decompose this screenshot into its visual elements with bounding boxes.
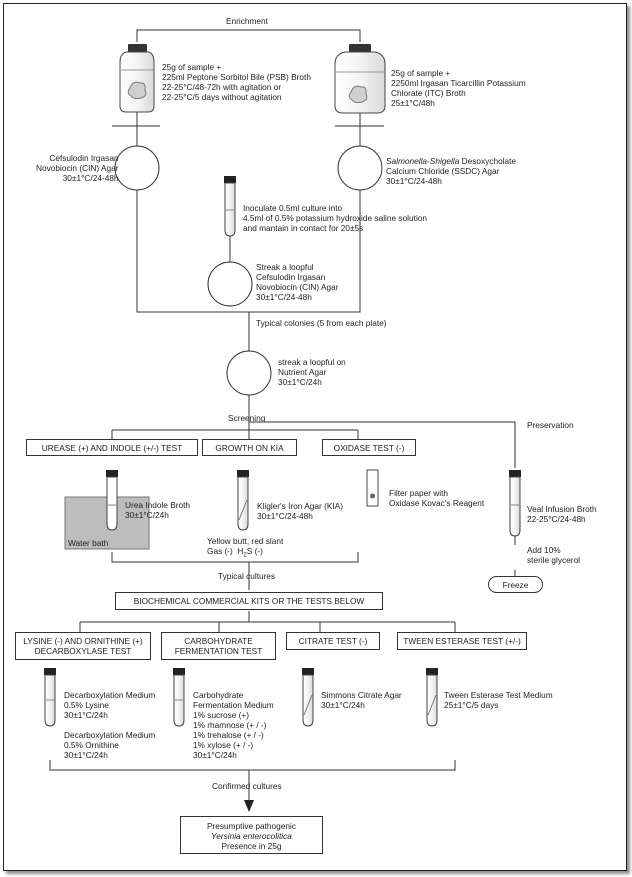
- figure-frame: [3, 3, 627, 871]
- glycerol-text: Add 10% sterile glycerol: [527, 545, 581, 565]
- simmons-citrate-text: Simmons Citrate Agar 30±1°C/24h: [321, 690, 402, 710]
- filter-paper-icon: [366, 469, 379, 507]
- tween-medium-text: Tween Esterase Test Medium 25±1°C/5 days: [444, 690, 553, 710]
- veal-infusion-text: Veal Infusion Broth 22-25°C/24-48h: [527, 504, 597, 524]
- cin-plate-icon: [114, 145, 160, 191]
- tween-tube-icon: [426, 668, 438, 727]
- nutrient-plate-icon: [226, 350, 272, 396]
- citrate-test-box: CITRATE TEST (-): [286, 632, 380, 650]
- typical-colonies-label: Typical colonies (5 from each plate): [256, 318, 387, 328]
- cin-streak-text: Streak a loopful Cefsulodin Irgasan Novo…: [256, 262, 339, 302]
- lysine-ornithine-test-box: LYSINE (-) AND ORNITHINE (+)DECARBOXYLAS…: [15, 632, 151, 660]
- cin-agar-text: Cefsulodin Irgasan Novobiocin (CIN) Agar…: [36, 153, 119, 183]
- oxidase-test-box: OXIDASE TEST (-): [322, 439, 416, 456]
- tween-esterase-test-box: TWEEN ESTERASE TEST (+/-): [397, 632, 527, 650]
- koh-text: Inoculate 0.5ml culture into 4.5ml of 0.…: [243, 203, 428, 233]
- decarboxylation-text: Decarboxylation Medium 0.5% Lysine 30±1°…: [64, 690, 156, 760]
- screening-label: Screening: [228, 413, 266, 423]
- urease-indole-test-box: UREASE (+) AND INDOLE (+/-) TEST: [26, 439, 198, 456]
- ssdc-agar-text: Salmonella-Shigella Desoxycholate Calciu…: [386, 156, 517, 186]
- confirmed-cultures-label: Confirmed cultures: [212, 781, 282, 791]
- cin-plate-2-icon: [207, 261, 253, 307]
- urea-indole-text: Urea Indole Broth 30±1°C/24h: [125, 500, 191, 520]
- kia-tube-icon: [237, 470, 249, 531]
- enrichment-label: Enrichment: [226, 16, 268, 26]
- urea-tube-icon: [106, 470, 118, 531]
- carbohydrate-medium-text: Carbohydrate Fermentation Medium 1% sucr…: [193, 690, 274, 760]
- ssdc-plate-icon: [337, 145, 383, 191]
- psb-bottle-icon: [119, 44, 155, 113]
- carb-tube-icon: [173, 668, 185, 727]
- citrate-tube-icon: [302, 668, 314, 727]
- kia-growth-box: GROWTH ON KIA: [202, 439, 297, 456]
- psb-text: 25g of sample + 225ml Peptone Sorbitol B…: [162, 62, 311, 102]
- typical-cultures-label: Typical cultures: [218, 571, 276, 581]
- filter-paper-text: Filter paper with Oxidase Kovac's Reagen…: [389, 488, 485, 508]
- preservation-label: Preservation: [527, 420, 574, 430]
- itc-bottle-icon: [334, 44, 386, 114]
- itc-text: 25g of sample + 2250ml Irgasan Ticarcill…: [391, 68, 526, 108]
- water-bath-label: Water bath: [68, 538, 109, 548]
- veal-tube-icon: [509, 470, 521, 537]
- koh-tube-icon: [224, 176, 236, 237]
- freeze-box: Freeze: [488, 576, 543, 593]
- kia-text: Kligler's Iron Agar (KIA) 30±1°C/24-48h: [257, 501, 343, 521]
- kia-result-text: Yellow butt, red slant Gas (-) H2S (-): [207, 536, 284, 559]
- nutrient-agar-text: streak a loopful on Nutrient Agar 30±1°C…: [278, 357, 346, 387]
- decarb-tube-icon: [44, 668, 56, 727]
- arrow-head: [244, 800, 254, 812]
- biochem-kits-box: BIOCHEMICAL COMMERCIAL KITS OR THE TESTS…: [115, 592, 383, 610]
